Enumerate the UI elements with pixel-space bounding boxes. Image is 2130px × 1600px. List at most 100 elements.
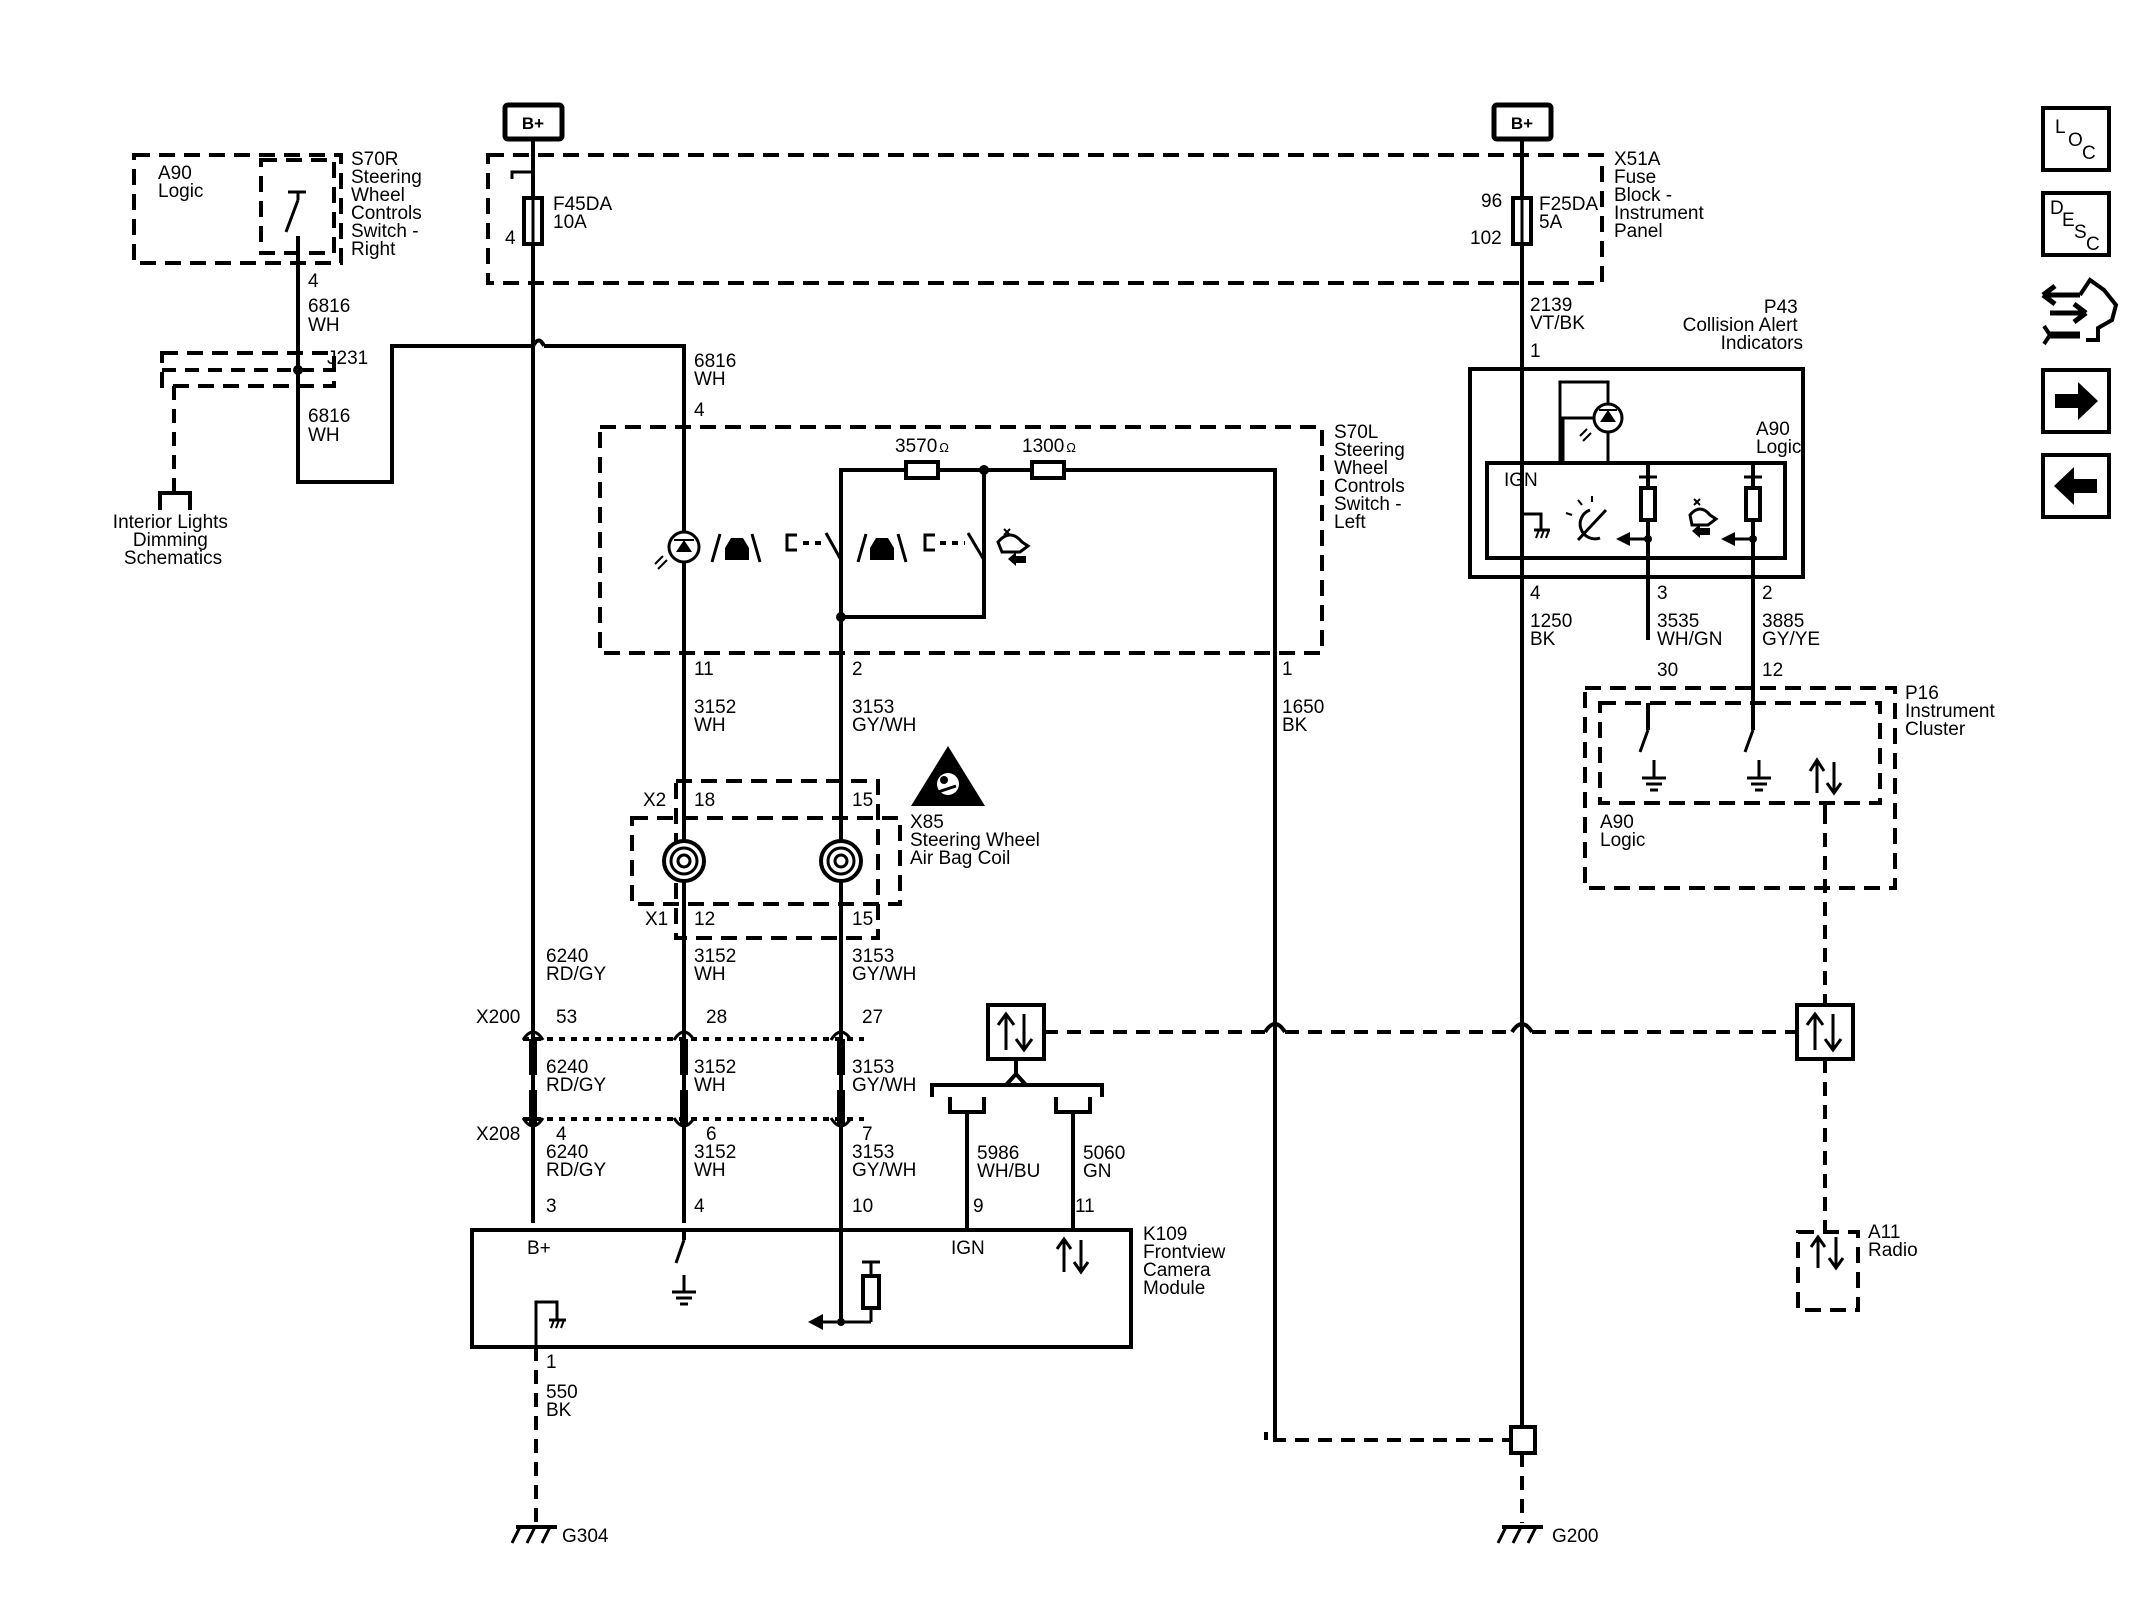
p16-cluster-box xyxy=(1583,686,1897,890)
k109-switch-input-icon xyxy=(672,1230,696,1306)
svg-text:C: C xyxy=(2082,143,2096,164)
wire-6816-wh-b: 6816 WH xyxy=(308,406,356,446)
bplus-left-label: B+ xyxy=(522,114,544,133)
pin-s70l-1: 1 xyxy=(1282,659,1293,680)
connector-tool-button[interactable] xyxy=(2041,277,2119,346)
wire-550-bk: 550 BK xyxy=(546,1382,583,1421)
a90-logic-s70r-box xyxy=(132,153,343,265)
svg-text:L: L xyxy=(2055,117,2066,138)
pin-x200-53: 53 xyxy=(556,1007,577,1028)
f25da-label-name: F25DA xyxy=(1539,194,1598,215)
resistor-3570 xyxy=(904,460,940,480)
pin-x200-28: 28 xyxy=(706,1007,727,1028)
p16-a90-logic-label: A90 Logic xyxy=(1600,812,1645,851)
j231-label: J231 xyxy=(327,348,368,369)
a11-label: A11 Radio xyxy=(1868,1222,1918,1261)
k109-module-box xyxy=(470,1228,1133,1349)
k109-ground-icon xyxy=(534,1300,566,1347)
svg-text:O: O xyxy=(2068,130,2083,151)
f45da-label-rating: 10A xyxy=(553,212,587,233)
wire-3152-wh-b: 3152 WH xyxy=(694,946,742,985)
air-bag-coil-icon-left xyxy=(662,839,706,883)
p43-dimming-icon xyxy=(1565,496,1608,542)
pin-k109-4: 4 xyxy=(694,1196,705,1217)
s70r-label: S70R Steering Wheel Controls Switch - Ri… xyxy=(351,149,427,260)
wire-3153-gywh-a: 3153 GY/WH xyxy=(852,697,916,736)
pin-k109-11: 11 xyxy=(1075,1196,1095,1217)
wrench-icon xyxy=(2078,277,2119,342)
svg-text:C: C xyxy=(2086,234,2100,255)
wire-1650-bk: 1650 BK xyxy=(1282,697,1330,736)
wire-6240-rdgy-c: 6240 RD/GY xyxy=(546,1142,607,1181)
wire-6816-wh-a: 6816 WH xyxy=(308,296,356,336)
p16-switch-12 xyxy=(1743,703,1771,792)
battery-terminal-left: B+ xyxy=(502,102,565,142)
ground-g304-icon xyxy=(510,1525,557,1544)
s70l-label: S70L Steering Wheel Controls Switch - Le… xyxy=(1334,422,1410,533)
f45da-label-name: F45DA xyxy=(553,194,612,215)
p43-label: P43 Collision Alert Indicators xyxy=(1683,297,1803,354)
x51a-fuse-block-box xyxy=(486,153,1604,285)
a11-radio-box xyxy=(1796,1230,1860,1312)
lane-keep-switch xyxy=(785,532,908,617)
pin-s70l-4: 4 xyxy=(694,400,705,421)
x1-label: X1 xyxy=(645,909,668,930)
pin-f25da-96: 96 xyxy=(1481,191,1502,212)
pin-x208-7: 7 xyxy=(862,1124,873,1145)
pin-p43-4: 4 xyxy=(1530,583,1541,604)
p16-serial-data-icon xyxy=(1808,757,1843,796)
svg-text:S: S xyxy=(2074,222,2087,243)
loc-button[interactable]: L O C xyxy=(2041,106,2111,172)
ground-g200-icon xyxy=(1496,1525,1543,1544)
pin-x200-27: 27 xyxy=(862,1007,883,1028)
svg-text:D: D xyxy=(2050,198,2064,219)
wire-3153-gywh-d: 3153 GY/WH xyxy=(852,1142,916,1181)
pin-p43-1: 1 xyxy=(1530,341,1541,362)
x85-coil-box xyxy=(630,816,902,906)
pin-k109-9: 9 xyxy=(973,1196,984,1217)
wire-3153-gywh-b: 3153 GY/WH xyxy=(852,946,916,985)
next-page-button[interactable] xyxy=(2041,368,2111,434)
air-bag-warning-icon xyxy=(911,746,985,806)
pin-p16-12: 12 xyxy=(1762,660,1783,681)
pin-f45da-4: 4 xyxy=(505,228,516,249)
air-bag-coil-icon-right xyxy=(819,839,863,883)
double-arrow-icon xyxy=(2041,284,2080,306)
p43-input-3 xyxy=(1616,463,1657,640)
wire-5060-gn: 5060 GN xyxy=(1083,1143,1131,1182)
previous-page-button[interactable] xyxy=(2041,453,2111,519)
bplus-right-label: B+ xyxy=(1511,114,1533,133)
wire-6816-wh-c: 6816 WH xyxy=(694,351,742,390)
interior-lights-connector xyxy=(158,491,192,510)
arrow-left-icon xyxy=(2054,467,2097,505)
desc-button[interactable]: D E S C xyxy=(2041,191,2111,257)
pin-x208-6: 6 xyxy=(706,1124,717,1145)
collision-alert-led-icon xyxy=(1558,380,1624,463)
pin-p16-30: 30 xyxy=(1657,660,1678,681)
serial-data-icon-p16 xyxy=(1795,1003,1855,1061)
k109-label: K109 Frontview Camera Module xyxy=(1143,1224,1231,1299)
wire-1250-bk: 1250 BK xyxy=(1530,611,1578,650)
s70l-switch-box xyxy=(598,425,1324,655)
x2-label: X2 xyxy=(643,790,666,811)
resistor-1300 xyxy=(1030,460,1066,480)
pin-p43-2: 2 xyxy=(1762,583,1773,604)
p43-a90-logic-label: A90 Logic xyxy=(1756,419,1801,458)
pin-f25da-102: 102 xyxy=(1470,228,1502,249)
wire-6240-rdgy-b: 6240 RD/GY xyxy=(546,1057,607,1096)
p16-label: P16 Instrument Cluster xyxy=(1905,683,2000,740)
wire-3535-whgn: 3535 WH/GN xyxy=(1657,611,1722,650)
g304-label: G304 xyxy=(562,1526,609,1547)
battery-terminal-right: B+ xyxy=(1491,102,1554,142)
pin-k109-3: 3 xyxy=(546,1196,557,1217)
pin-s70r-4: 4 xyxy=(308,271,319,292)
f25da-label-rating: 5A xyxy=(1539,212,1563,233)
wire-5986-whbu: 5986 WH/BU xyxy=(977,1143,1040,1182)
p43-input-2 xyxy=(1688,463,1762,705)
pin-k109-1: 1 xyxy=(546,1352,557,1373)
pin-s70l-11: 11 xyxy=(694,659,714,680)
g200-splice-box xyxy=(1509,1425,1537,1455)
